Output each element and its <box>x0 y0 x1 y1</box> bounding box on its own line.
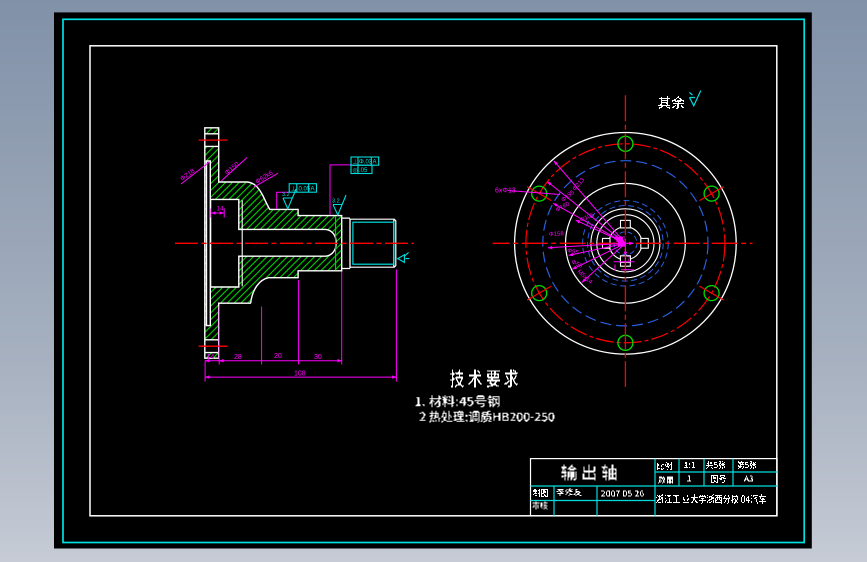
svg-text:Φ95: Φ95 <box>567 248 580 256</box>
svg-text:0.05: 0.05 <box>299 187 311 193</box>
svg-text:14: 14 <box>207 354 215 361</box>
svg-text:Φ.03: Φ.03 <box>359 160 373 166</box>
svg-text:A: A <box>311 187 315 193</box>
svg-text:Φ105: Φ105 <box>579 212 596 224</box>
svg-text:28: 28 <box>234 354 242 361</box>
svg-text:14: 14 <box>217 206 225 213</box>
svg-text:⊥: ⊥ <box>291 186 296 193</box>
svg-text:7: 7 <box>627 257 631 263</box>
svg-text:Φ30: Φ30 <box>614 237 626 243</box>
svg-text:6xΦ13: 6xΦ13 <box>495 188 516 195</box>
svg-text:Φ58: Φ58 <box>570 259 584 270</box>
svg-text:◎: ◎ <box>353 168 358 174</box>
svg-text:.05: .05 <box>359 168 368 174</box>
svg-text:Φ158: Φ158 <box>549 231 565 238</box>
svg-text:3.2: 3.2 <box>332 199 340 205</box>
svg-text:A: A <box>373 160 377 166</box>
svg-text:20: 20 <box>274 353 282 360</box>
svg-text:3.2: 3.2 <box>282 192 290 198</box>
svg-text:30: 30 <box>314 354 322 361</box>
svg-text:108: 108 <box>294 371 306 378</box>
svg-text:⊥: ⊥ <box>353 159 358 166</box>
